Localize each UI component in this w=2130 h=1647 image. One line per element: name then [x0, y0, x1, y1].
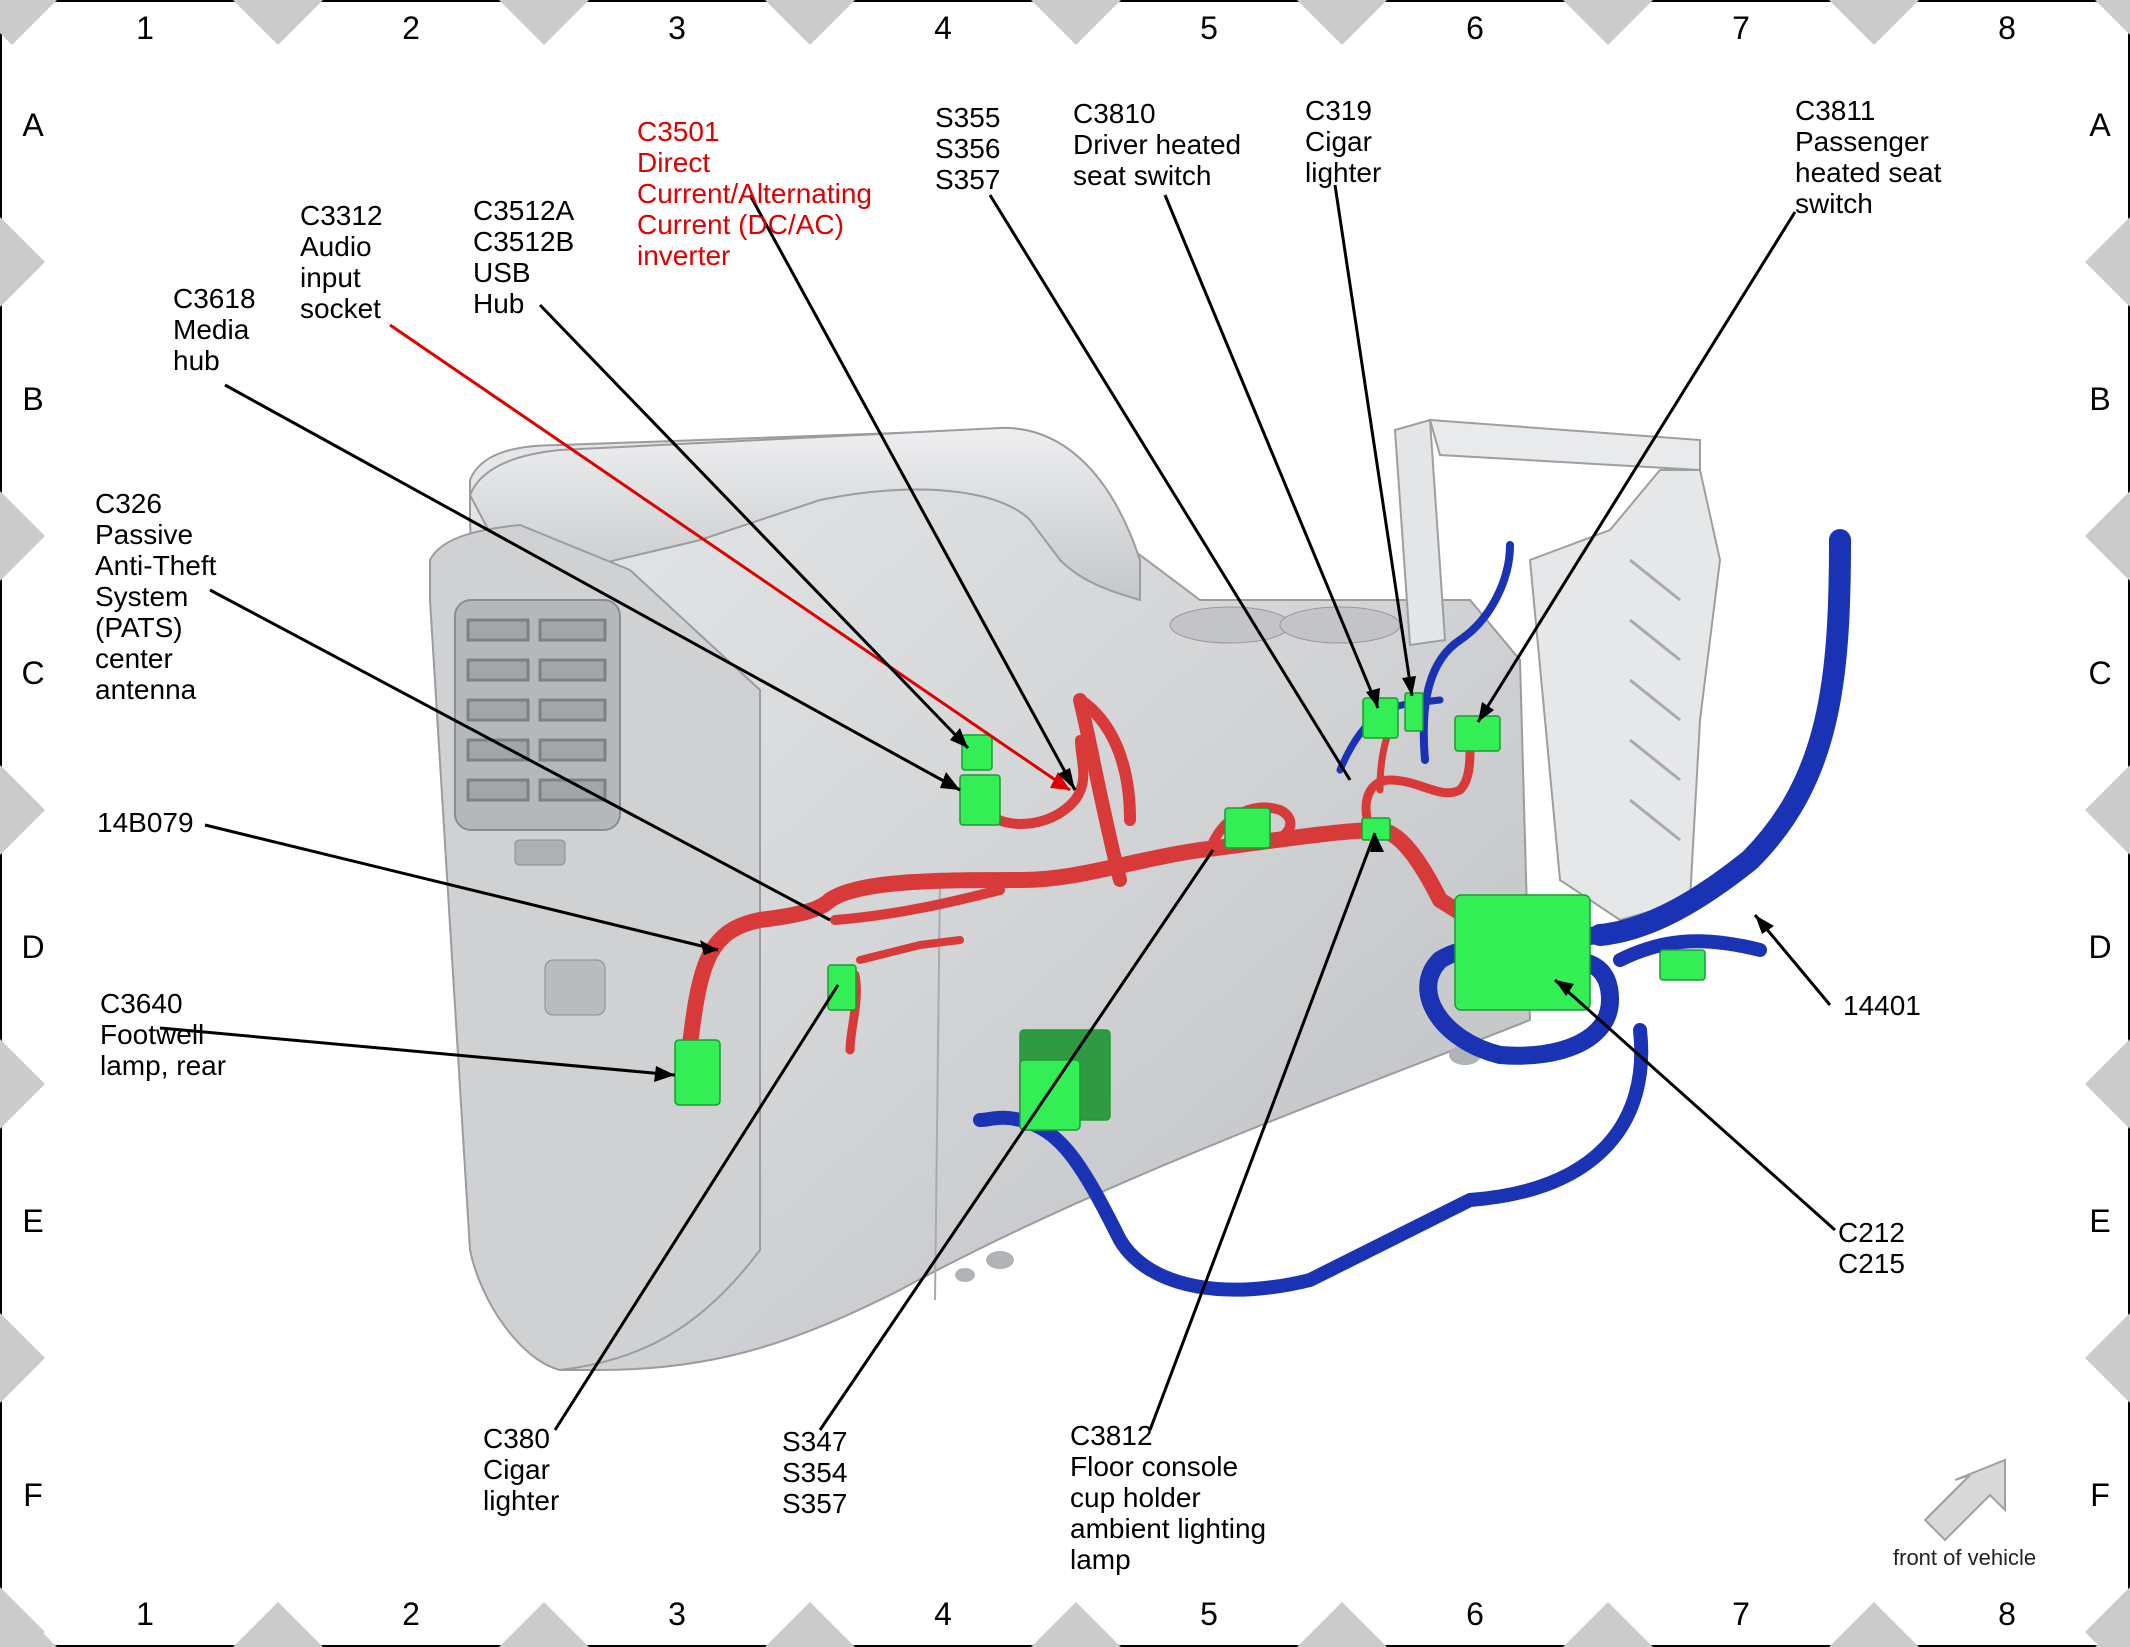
grid-row-label-right: A	[2089, 107, 2111, 143]
connector-c319	[1404, 692, 1424, 732]
border-diamond	[0, 217, 45, 307]
grid-row-label-right: C	[2088, 655, 2112, 691]
border-diamond	[0, 765, 45, 855]
border-diamond	[0, 491, 45, 581]
grid-row-label-left: B	[22, 381, 44, 417]
label-c212: C212 C215	[1838, 1217, 1905, 1279]
connector-14401	[1659, 949, 1706, 981]
grid-row-label-right: B	[2089, 381, 2111, 417]
label-c3618: C3618 Media hub	[173, 283, 256, 376]
label-c3810: C3810 Driver heated seat switch	[1073, 98, 1242, 191]
grid-row-label-left: F	[23, 1477, 43, 1513]
grid-row-label-right: D	[2088, 929, 2112, 965]
border-diamond	[0, 0, 33, 33]
border-diamond	[0, 1039, 45, 1129]
label-c3811: C3811 Passenger heated seat switch	[1795, 95, 1942, 219]
grid-col-label-top: 5	[1200, 10, 1218, 46]
border-diamond	[2085, 491, 2130, 581]
grid-col-label-bottom: 2	[402, 1596, 420, 1632]
border-diamond	[499, 1602, 589, 1647]
border-diamond	[1031, 0, 1121, 45]
grid-row-label-right: E	[2089, 1203, 2111, 1239]
border-diamond	[2085, 217, 2130, 307]
cup-holder	[1279, 606, 1401, 644]
connector-c3618	[959, 774, 1001, 826]
border-diamond	[1829, 0, 1919, 45]
connector-c3810	[1362, 697, 1399, 739]
label-c319: C319 Cigar lighter	[1305, 95, 1382, 188]
grid-col-label-top: 1	[136, 10, 154, 46]
leader-arrowheads	[654, 676, 1774, 1082]
connectors	[674, 692, 1706, 1131]
grid-row-label-left: D	[21, 929, 45, 965]
border-diamond	[1563, 0, 1653, 45]
border-diamond	[2085, 765, 2130, 855]
grid-col-label-top: 7	[1732, 10, 1750, 46]
label-c326: C326 Passive Anti-Theft System (PATS) ce…	[95, 488, 217, 705]
border-diamond	[765, 0, 855, 45]
connector-c380	[827, 964, 857, 1011]
border-diamond	[0, 1313, 45, 1403]
label-c3812: C3812 Floor console cup holder ambient l…	[1070, 1420, 1267, 1575]
border-diamond	[1031, 1602, 1121, 1647]
border-diamond	[2097, 0, 2130, 33]
rear-air-vent	[454, 599, 621, 831]
border-diamond	[1563, 1602, 1653, 1647]
grid-col-label-bottom: 1	[136, 1596, 154, 1632]
label-c3512: C3512A C3512B USB Hub	[473, 195, 575, 319]
vent-louvres	[466, 618, 607, 802]
console-front-bracket	[1393, 418, 1447, 647]
label-s347: S347 S354 S357	[782, 1426, 848, 1519]
grid-col-label-top: 8	[1998, 10, 2016, 46]
usb-port-recess	[514, 839, 566, 866]
border-diamond	[765, 1602, 855, 1647]
border-diamond	[2085, 1313, 2130, 1403]
grid-col-label-bottom: 4	[934, 1596, 952, 1632]
grid-col-label-bottom: 6	[1466, 1596, 1484, 1632]
front-of-vehicle-arrow-icon	[1923, 1458, 2006, 1542]
label-c3640: C3640 Footwell lamp, rear	[100, 988, 227, 1081]
grid-col-label-bottom: 8	[1998, 1596, 2016, 1632]
border-diamond	[1297, 0, 1387, 45]
connector-c3512	[961, 734, 993, 771]
border-diamond	[1829, 1602, 1919, 1647]
rear-lower-recess	[544, 959, 606, 1016]
cup-holder	[1169, 606, 1291, 644]
border-diamond	[233, 0, 323, 45]
label-14b079: 14B079	[97, 807, 194, 838]
label-c3501: C3501 Direct Current/Alternating Current…	[637, 116, 873, 271]
label-s355: S355 S356 S357	[935, 102, 1001, 195]
grid-col-label-bottom: 5	[1200, 1596, 1218, 1632]
grid-col-label-top: 2	[402, 10, 420, 46]
grid-row-label-right: F	[2090, 1477, 2110, 1513]
border-diamond	[233, 1602, 323, 1647]
label-c380: C380 Cigar lighter	[483, 1423, 560, 1516]
label-c3312: C3312 Audio input socket	[300, 200, 383, 324]
border-diamond	[2085, 1039, 2130, 1129]
grid-row-label-left: C	[21, 655, 45, 691]
front-of-vehicle-label: front of vehicle	[1893, 1545, 2037, 1570]
grid-col-label-bottom: 7	[1732, 1596, 1750, 1632]
border-diamond	[2085, 1587, 2130, 1647]
connector-c3640	[674, 1039, 721, 1106]
grid-row-label-left: A	[22, 107, 44, 143]
border-diamond	[499, 0, 589, 45]
grid-col-label-bottom: 3	[668, 1596, 686, 1632]
support-frame	[1528, 469, 1722, 922]
connector-c3811	[1454, 715, 1501, 752]
grid-col-label-top: 6	[1466, 10, 1484, 46]
armrest-lid	[468, 426, 1141, 602]
grid-col-label-top: 4	[934, 10, 952, 46]
leader-lines	[159, 184, 1836, 1431]
grid-col-label-top: 3	[668, 10, 686, 46]
grid-row-label-left: E	[22, 1203, 44, 1239]
border-diamond	[1297, 1602, 1387, 1647]
label-14401: 14401	[1843, 990, 1921, 1021]
connector-c3501	[1224, 807, 1271, 849]
border-diamond	[0, 1587, 45, 1647]
